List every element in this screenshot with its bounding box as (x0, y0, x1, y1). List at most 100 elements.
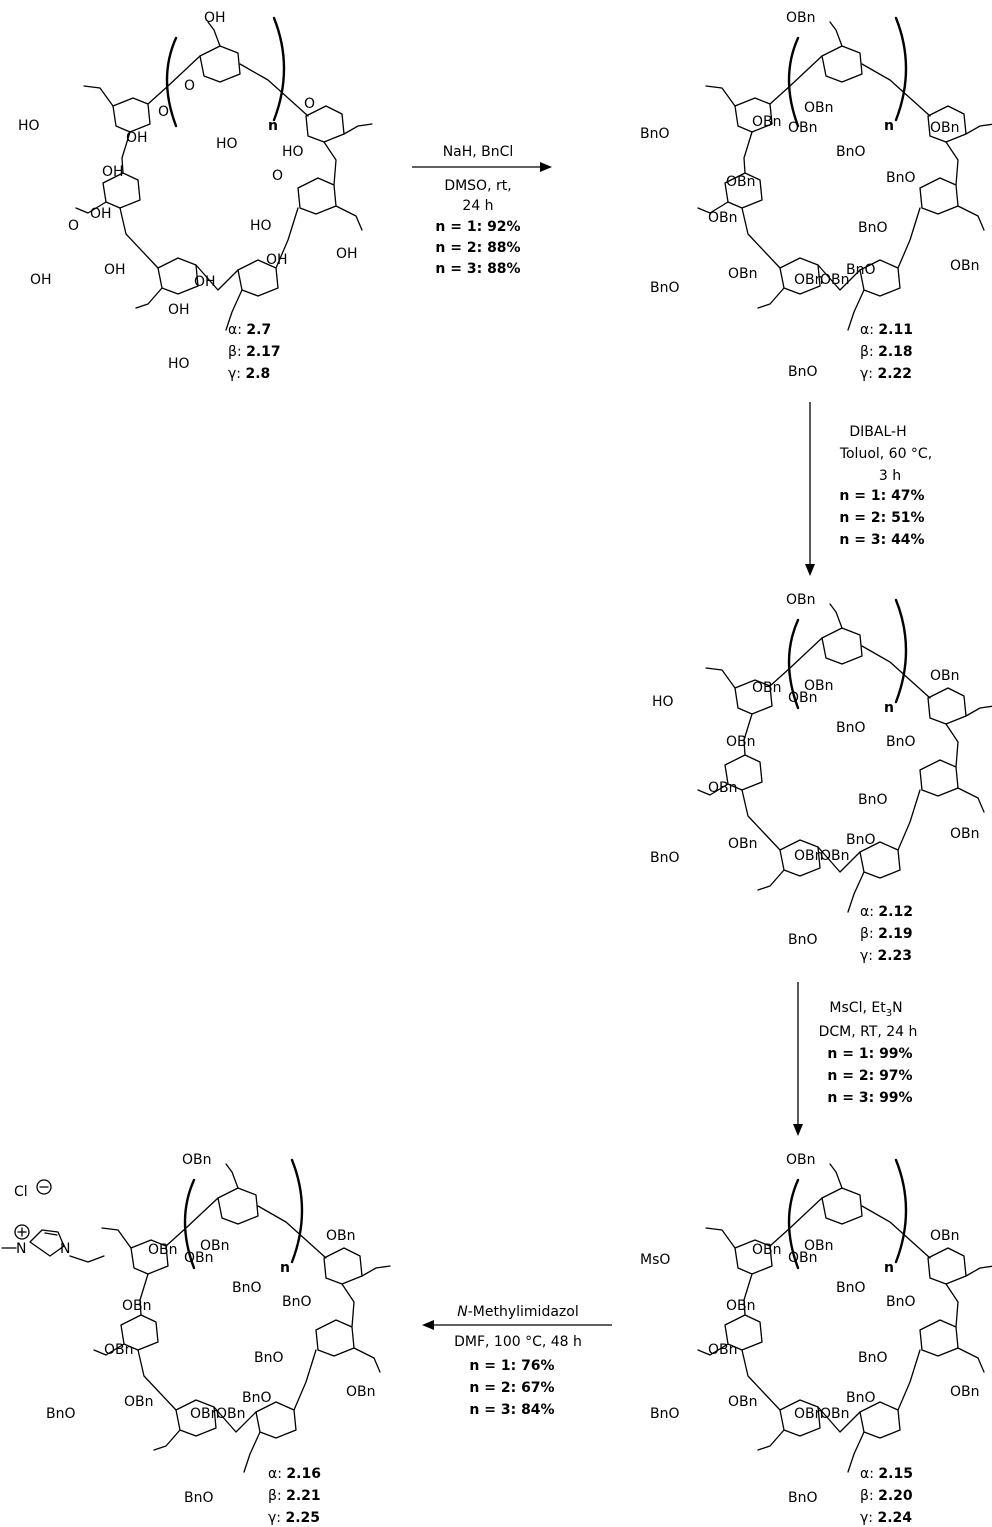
svg-text:β: 2.20: β: 2.20 (860, 1488, 913, 1504)
svg-text:n: n (884, 1260, 894, 1276)
svg-text:n = 3: 88%: n = 3: 88% (435, 261, 520, 277)
svg-text:BnO: BnO (254, 1350, 284, 1366)
svg-text:HO: HO (18, 118, 40, 134)
svg-text:OBn: OBn (804, 678, 834, 694)
svg-text:n = 1: 92%: n = 1: 92% (435, 219, 520, 235)
svg-text:BnO: BnO (232, 1280, 262, 1296)
svg-text:OBn: OBn (804, 1238, 834, 1254)
svg-text:OH: OH (266, 252, 288, 268)
imidazolium-group: Cl N N (1, 1179, 105, 1263)
svg-text:β: 2.17: β: 2.17 (228, 344, 281, 360)
svg-text:n: n (884, 700, 894, 716)
svg-text:BnO: BnO (788, 364, 818, 380)
svg-text:β: 2.18: β: 2.18 (860, 344, 913, 360)
svg-text:α: 2.15: α: 2.15 (860, 1466, 913, 1482)
svg-text:OBn: OBn (786, 592, 816, 608)
svg-text:OBn: OBn (708, 210, 738, 226)
svg-text:BnO: BnO (846, 262, 876, 278)
svg-text:HO: HO (250, 218, 272, 234)
svg-text:γ: 2.23: γ: 2.23 (860, 948, 912, 964)
svg-text:n = 3: 99%: n = 3: 99% (827, 1090, 912, 1106)
svg-text:OBn: OBn (326, 1228, 356, 1244)
svg-text:n = 2: 97%: n = 2: 97% (827, 1068, 912, 1084)
molecule-2-15: n OBn OBn MsO OBn OBn OBn BnO OBn OBn Bn… (640, 1152, 992, 1506)
svg-text:24 h: 24 h (462, 198, 493, 214)
svg-text:γ: 2.22: γ: 2.22 (860, 366, 912, 382)
svg-text:Toluol, 60 °C,: Toluol, 60 °C, (839, 446, 932, 462)
svg-text:OBn: OBn (182, 1152, 212, 1168)
svg-text:OH: OH (194, 274, 216, 290)
svg-text:n = 2: 67%: n = 2: 67% (469, 1380, 554, 1396)
svg-text:DIBAL-H: DIBAL-H (849, 424, 906, 440)
svg-text:OBn: OBn (786, 10, 816, 26)
svg-text:BnO: BnO (886, 170, 916, 186)
svg-text:OBn: OBn (726, 734, 756, 750)
svg-text:HO: HO (282, 144, 304, 160)
svg-text:OBn: OBn (950, 258, 980, 274)
svg-text:BnO: BnO (640, 126, 670, 142)
svg-text:DMSO, rt,: DMSO, rt, (444, 178, 511, 194)
svg-text:β: 2.19: β: 2.19 (860, 926, 913, 942)
svg-text:BnO: BnO (886, 1294, 916, 1310)
svg-text:OBn: OBn (708, 1342, 738, 1358)
svg-text:O: O (184, 78, 195, 94)
svg-text:α: 2.7: α: 2.7 (228, 322, 271, 338)
svg-text:n = 2: 51%: n = 2: 51% (839, 510, 924, 526)
svg-text:OH: OH (126, 130, 148, 146)
svg-text:BnO: BnO (846, 832, 876, 848)
svg-text:OBn: OBn (728, 836, 758, 852)
svg-text:OBn: OBn (804, 100, 834, 116)
svg-text:3 h: 3 h (879, 468, 901, 484)
svg-text:O: O (68, 218, 79, 234)
svg-text:OBn: OBn (950, 1384, 980, 1400)
svg-text:OBn: OBn (752, 1242, 782, 1258)
svg-text:BnO: BnO (282, 1294, 312, 1310)
svg-text:α: 2.11: α: 2.11 (860, 322, 913, 338)
svg-text:OBn: OBn (930, 668, 960, 684)
svg-text:OBn: OBn (216, 1406, 246, 1422)
compound-ids-m2: α: 2.11 β: 2.18 γ: 2.22 (860, 322, 913, 382)
svg-text:O: O (158, 104, 169, 120)
reaction-step-3: MsCl, Et3N DCM, RT, 24 h n = 1: 99% n = … (793, 982, 917, 1136)
svg-text:OBn: OBn (200, 1238, 230, 1254)
svg-text:MsCl, Et3N: MsCl, Et3N (829, 1000, 902, 1019)
svg-text:HO: HO (216, 136, 238, 152)
svg-text:OBn: OBn (122, 1298, 152, 1314)
svg-text:BnO: BnO (242, 1390, 272, 1406)
svg-text:OBn: OBn (190, 1406, 220, 1422)
molecule-2-16: n OBn OBn OBn OBn OBn BnO OBn OBn BnO Bn… (46, 1152, 391, 1506)
molecule-2-12: n OBn OBn HO OBn OBn OBn BnO OBn OBn BnO… (650, 592, 992, 948)
svg-text:OBn: OBn (726, 174, 756, 190)
svg-text:OBn: OBn (794, 848, 824, 864)
svg-text:BnO: BnO (650, 1406, 680, 1422)
svg-text:OBn: OBn (124, 1394, 154, 1410)
svg-text:BnO: BnO (836, 1280, 866, 1296)
svg-text:Cl: Cl (14, 1184, 28, 1200)
svg-text:O: O (304, 96, 315, 112)
svg-text:OBn: OBn (786, 1152, 816, 1168)
svg-text:OBn: OBn (728, 266, 758, 282)
svg-text:OH: OH (104, 262, 126, 278)
svg-text:OBn: OBn (346, 1384, 376, 1400)
svg-text:BnO: BnO (836, 144, 866, 160)
svg-text:n = 2: 88%: n = 2: 88% (435, 240, 520, 256)
svg-text:OBn: OBn (930, 1228, 960, 1244)
svg-text:BnO: BnO (650, 850, 680, 866)
svg-text:OBn: OBn (794, 272, 824, 288)
svg-text:BnO: BnO (836, 720, 866, 736)
svg-text:BnO: BnO (788, 932, 818, 948)
svg-text:OBn: OBn (788, 1250, 818, 1266)
svg-text:N: N (16, 1241, 26, 1257)
svg-text:n: n (280, 1260, 290, 1276)
svg-text:BnO: BnO (46, 1406, 76, 1422)
svg-text:OBn: OBn (728, 1394, 758, 1410)
molecule-2-11: n OBn OBn BnO OBn OBn OBn BnO OBn OBn Bn… (640, 10, 992, 380)
svg-text:DMF, 100 °C, 48 h: DMF, 100 °C, 48 h (454, 1334, 582, 1350)
reaction-step-2: DIBAL-H Toluol, 60 °C, 3 h n = 1: 47% n … (805, 402, 932, 576)
svg-text:β: 2.21: β: 2.21 (268, 1488, 321, 1504)
svg-text:BnO: BnO (858, 1350, 888, 1366)
repeat-n-label: n (268, 118, 278, 134)
svg-text:BnO: BnO (886, 734, 916, 750)
svg-text:DCM, RT, 24 h: DCM, RT, 24 h (819, 1024, 918, 1040)
